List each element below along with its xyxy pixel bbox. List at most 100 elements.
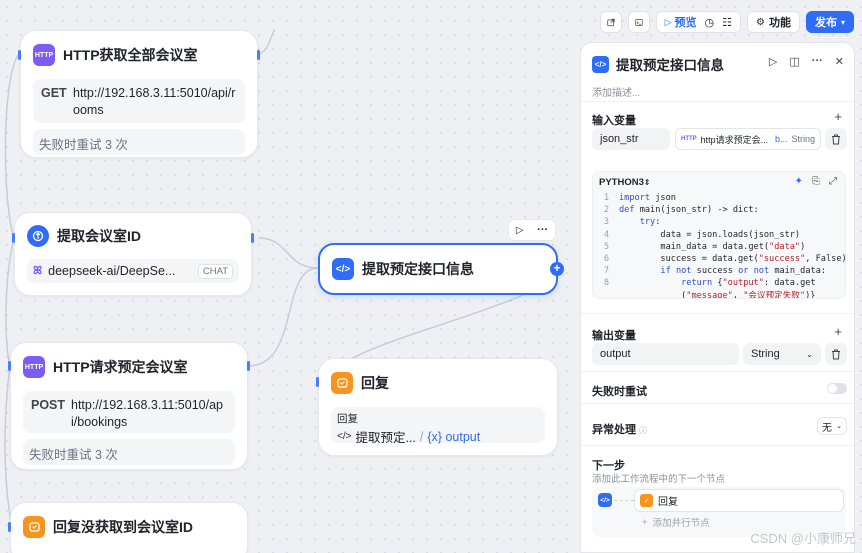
node-handle-left[interactable] (12, 233, 15, 243)
error-handling-value: 无 (822, 422, 832, 434)
ref-node-name: 提取预定... (355, 431, 416, 445)
node-http-get-rooms[interactable]: HTTP HTTP获取全部会议室 GET http://192.168.3.11… (20, 30, 258, 158)
info-icon: ⓘ (639, 426, 648, 435)
split-view-icon[interactable]: ◫ (789, 56, 800, 68)
more-icon[interactable]: ··· (537, 224, 549, 236)
node-extract-booking-info[interactable]: </> 提取预定接口信息 (318, 243, 558, 295)
line-number: 1 (603, 193, 609, 203)
output-type-select[interactable]: String ⌄ (743, 343, 821, 365)
node-title: 提取预定接口信息 (362, 261, 474, 277)
node-action-bar: ▷ ··· (508, 219, 556, 241)
features-button[interactable]: ⚙ 功能 (747, 11, 800, 33)
node-handle-left[interactable] (8, 361, 11, 371)
preview-group: ▷ 预览 ◷ ☷ (655, 11, 742, 33)
llm-icon (27, 225, 49, 247)
add-input-icon[interactable]: + (834, 109, 842, 124)
retry-toggle[interactable] (827, 383, 847, 394)
preview-label: 预览 (674, 17, 697, 29)
error-handling-select[interactable]: 无 ⌄ (817, 417, 847, 435)
model-tag: CHAT (197, 263, 233, 279)
run-icon[interactable]: ▷ (515, 224, 524, 236)
node-reply-missing-id[interactable]: 回复没获取到会议室ID (10, 502, 248, 553)
node-title: HTTP获取全部会议室 (63, 47, 198, 63)
run-icon[interactable]: ▷ (768, 56, 778, 68)
delete-output-icon[interactable] (825, 343, 847, 365)
add-parallel-node-button[interactable]: + 添加并行节点 (634, 515, 710, 530)
http-url: http://192.168.3.11:5010/api/rooms (73, 86, 236, 117)
language-select[interactable]: PYTHON3 (599, 177, 644, 188)
history-icon[interactable]: ◷ (704, 16, 715, 29)
node-reply[interactable]: 回复 回复 </> 提取预定... / {x} output (318, 358, 558, 456)
publish-button[interactable]: 发布 ▾ (805, 11, 854, 33)
description-input[interactable]: 添加描述... (592, 88, 641, 99)
export-button[interactable] (599, 11, 622, 33)
node-handle-right[interactable] (257, 50, 260, 60)
code-icon: </> (332, 258, 354, 280)
http-url: http://192.168.3.11:5010/api/bookings (71, 398, 223, 429)
panel-title[interactable]: 提取预定接口信息 (616, 58, 724, 73)
edge-top-right-out (257, 29, 276, 56)
output-name-field[interactable]: output (592, 343, 739, 365)
model-name: deepseek-ai/DeepSe... (48, 264, 176, 278)
node-http-book-room[interactable]: HTTP HTTP请求预定会议室 POST http://192.168.3.1… (10, 342, 248, 470)
http-icon: HTTP (23, 356, 45, 378)
api-button[interactable] (627, 11, 650, 33)
line-text: def main(json_str) -> dict: (619, 205, 759, 216)
edge-http-book-to-extract-info (247, 267, 319, 367)
node-handle-left[interactable] (18, 50, 21, 60)
code-icon: </> (592, 55, 609, 73)
code-line: 7 if not success or not main_data: (593, 265, 845, 277)
preview-button[interactable]: ▷ 预览 (665, 14, 697, 30)
copy-icon[interactable]: ⎘ (812, 176, 820, 187)
outputs-label: 输出变量 (592, 330, 636, 342)
node-handle-right[interactable] (247, 361, 250, 371)
reply-sub-label: 回复 (337, 413, 358, 425)
more-icon[interactable]: ··· (811, 55, 823, 67)
plus-icon: + (642, 516, 648, 528)
node-handle-right[interactable] (251, 233, 254, 243)
retry-text: 失败时重试 3 次 (39, 138, 128, 152)
checklist-icon[interactable]: ☷ (722, 16, 733, 29)
code-line: ("message", "会议预定失败")} (593, 290, 845, 299)
ai-sparkle-icon[interactable]: ✦ (794, 176, 803, 187)
node-title: 回复没获取到会议室ID (53, 519, 193, 535)
http-icon: HTTP (33, 44, 55, 66)
node-title: HTTP请求预定会议室 (53, 359, 188, 375)
input-source-field[interactable]: HTTP http请求预定会... b... String (675, 128, 821, 150)
line-number: 8 (603, 278, 609, 289)
node-handle-left[interactable] (316, 377, 319, 387)
close-icon[interactable]: ✕ (834, 56, 844, 68)
chevron-down-icon: ▾ (840, 17, 845, 27)
code-line: 3 try: (593, 216, 845, 228)
ref-separator: / (419, 429, 424, 444)
line-number: 2 (603, 205, 609, 216)
next-step-area: </> ✓ 回复 + 添加并行节点 (592, 487, 846, 537)
delete-input-icon[interactable] (825, 128, 847, 150)
edge-left-mid (5, 237, 15, 367)
expand-icon[interactable]: ⤢ (829, 176, 837, 187)
edge-left-top (4, 54, 19, 239)
add-output-icon[interactable]: + (834, 324, 842, 339)
node-handle-left[interactable] (8, 522, 11, 532)
play-icon: ▷ (664, 16, 672, 27)
node-extract-room-id[interactable]: 提取会议室ID ꕤ deepseek-ai/DeepSe... CHAT (14, 212, 252, 296)
next-node-item[interactable]: ✓ 回复 (634, 489, 844, 512)
features-icon: ⚙ (756, 16, 765, 28)
line-text: if not success or not main_data: (660, 266, 827, 277)
inputs-label: 输入变量 (592, 115, 636, 127)
input-source-prefix: b... (774, 134, 788, 144)
terminal-icon (634, 18, 643, 26)
add-next-node-button[interactable]: + (550, 262, 564, 276)
line-number (593, 290, 619, 298)
line-text: ("message", "会议预定失败")} (619, 290, 816, 299)
input-name-field[interactable]: json_str (592, 128, 670, 150)
output-type-value: String (751, 348, 780, 360)
external-link-icon (606, 18, 615, 26)
reply-icon (331, 372, 353, 394)
code-line: 2 def main(json_str) -> dict: (593, 204, 845, 216)
watermark: CSDN @小康师兄 (750, 531, 856, 546)
publish-label: 发布 (814, 17, 837, 29)
